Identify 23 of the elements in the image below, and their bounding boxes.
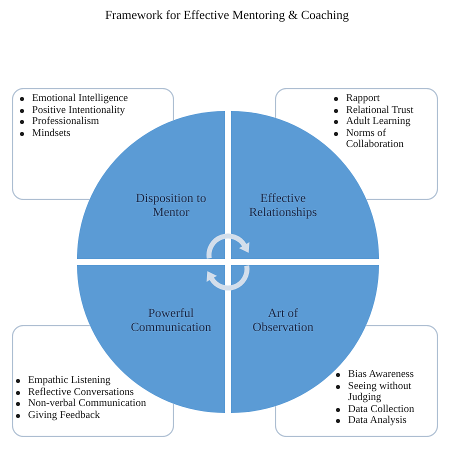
list-item: Adult Learning: [346, 116, 412, 128]
list-item: Data Analysis: [348, 415, 408, 426]
list-item: Emotional Intelligence: [32, 93, 129, 104]
diagram-title: Framework for Effective Mentoring & Coaching: [105, 8, 349, 23]
list-item: Non-verbal Communication: [28, 398, 148, 410]
quadrant-label: Art of Observation: [251, 306, 315, 334]
list-item: Norms of Collaboration: [346, 128, 405, 150]
quadrant-label: Powerful Communication: [130, 306, 212, 334]
curved-arrow: [206, 234, 250, 259]
list-item: Rapport: [346, 93, 381, 104]
list-item: Empathic Listening: [28, 375, 112, 386]
list-item: Mindsets: [32, 128, 72, 139]
list-item: Reflective Conversations: [28, 386, 135, 398]
list-item: Data Collection: [348, 404, 416, 415]
quadrant-label: Effective Relationships: [248, 191, 318, 219]
list-item: Bias Awareness: [348, 369, 415, 380]
quadrant-label: Disposition to Mentor: [134, 191, 208, 219]
curved-arrow: [206, 265, 250, 290]
list-item: Relational Trust: [346, 104, 414, 116]
list-item: Giving Feedback: [28, 410, 102, 421]
list-item: Positive Intentionality: [32, 104, 126, 116]
list-item: Professionalism: [32, 116, 100, 128]
list-item: Seeing without Judging: [348, 380, 412, 404]
